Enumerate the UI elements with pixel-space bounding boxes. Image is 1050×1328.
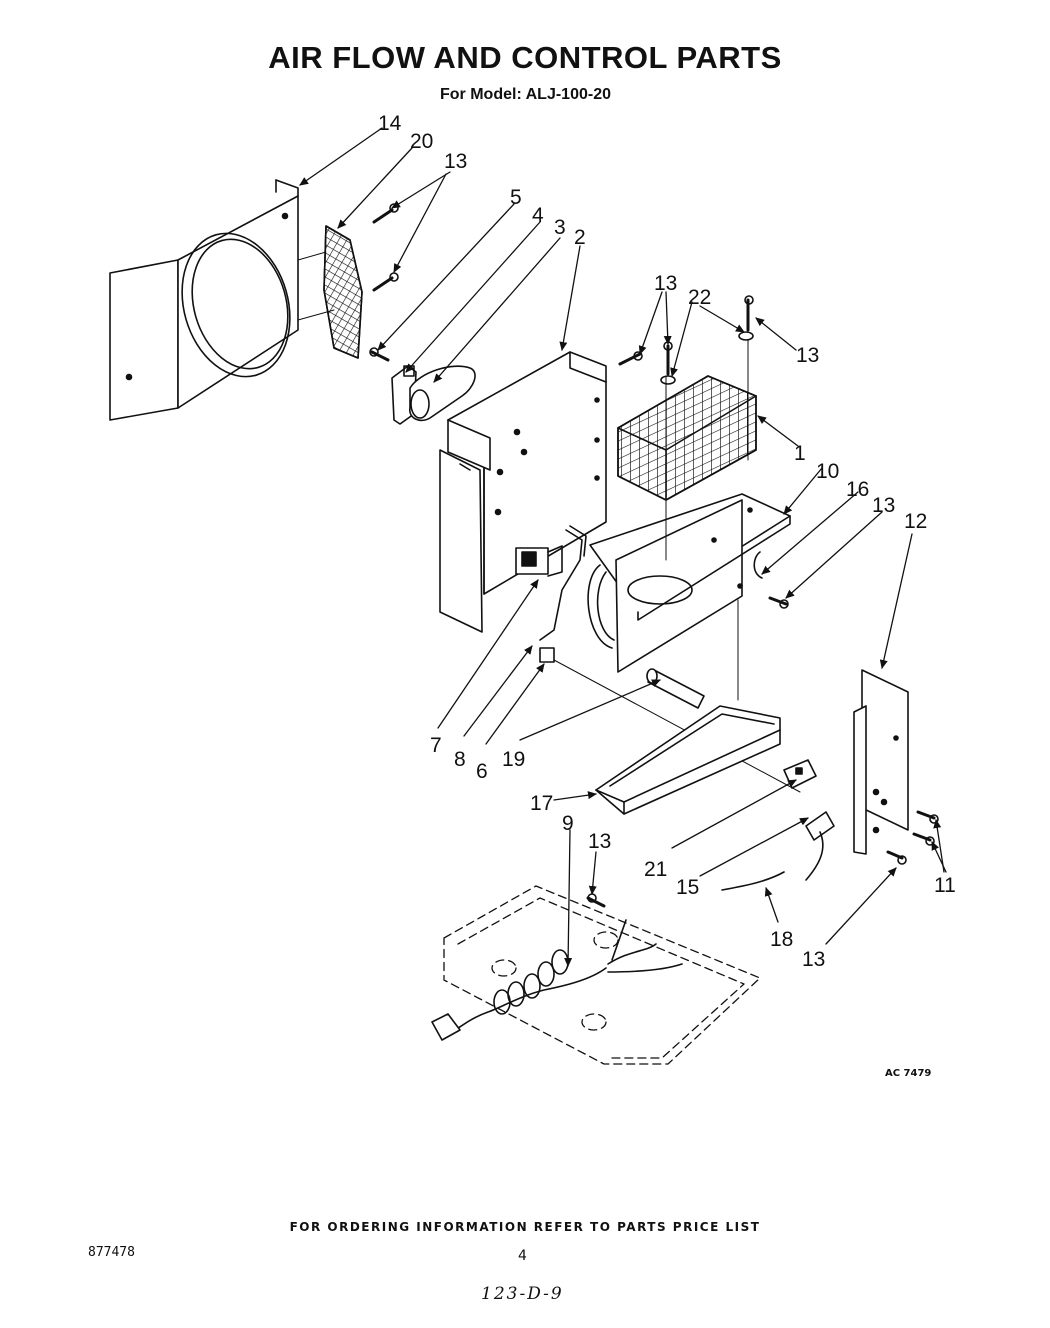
page-title: AIR FLOW AND CONTROL PARTS xyxy=(268,40,782,75)
screw-icon xyxy=(369,347,390,362)
callout-5: 5 xyxy=(510,186,522,209)
art-code: AC 7479 xyxy=(885,1068,932,1079)
heater-clip-part xyxy=(753,551,763,579)
screw-icon xyxy=(372,272,399,292)
callout-13: 13 xyxy=(588,830,611,853)
callout-13: 13 xyxy=(872,494,895,517)
screw-icon xyxy=(912,832,935,846)
screw-icon xyxy=(768,596,789,609)
limit-switch-part xyxy=(805,811,835,881)
model-subtitle: For Model: ALJ-100-20 xyxy=(440,86,611,103)
control-switch-part xyxy=(515,545,563,577)
washer-icon xyxy=(738,295,754,341)
callout-13: 13 xyxy=(802,948,825,971)
callout-9: 9 xyxy=(562,812,574,835)
callout-22: 22 xyxy=(688,286,711,309)
screw-icon xyxy=(916,810,939,824)
callout-3: 3 xyxy=(554,216,566,239)
callout-14: 14 xyxy=(378,112,402,135)
base-pan-part xyxy=(443,885,761,1065)
capacitor-part xyxy=(409,365,476,422)
wire-lead-part xyxy=(721,871,785,891)
callout-1: 1 xyxy=(794,442,806,465)
screw-icon xyxy=(618,351,643,366)
callout-21: 18 xyxy=(770,928,793,951)
callout-2: 2 xyxy=(574,226,586,249)
callout-19: 19 xyxy=(502,748,525,771)
callout-12: 12 xyxy=(904,510,927,533)
callout-7: 7 xyxy=(430,734,442,757)
document-number: 877478 xyxy=(88,1245,135,1260)
ordering-note: FOR ORDERING INFORMATION REFER TO PARTS … xyxy=(289,1220,761,1234)
callout-4: 4 xyxy=(532,204,544,227)
callout-8: 8 xyxy=(454,748,466,771)
callout-13: 13 xyxy=(444,150,467,173)
callout-labels: 14 20 13 5 4 3 2 13 22 13 1 10 16 13 12 … xyxy=(378,112,956,971)
drain-tube-part xyxy=(646,668,705,709)
heater-cage-part xyxy=(617,375,757,501)
grille-mesh-part xyxy=(323,225,363,359)
assembly-guide-lines xyxy=(297,251,801,793)
heater-plate-part xyxy=(587,493,791,673)
power-cord-part xyxy=(431,919,683,1041)
callout-17: 17 xyxy=(530,792,553,815)
page-number: 4 xyxy=(518,1248,527,1264)
screw-icon xyxy=(586,893,606,908)
callout-10: 10 xyxy=(816,460,839,483)
drain-pan-part xyxy=(595,705,781,815)
screw-icon xyxy=(886,850,907,865)
callout-6: 6 xyxy=(476,760,488,783)
washer-icon xyxy=(660,341,676,385)
control-box-part xyxy=(439,351,607,633)
thermostat-capillary-part xyxy=(539,525,587,641)
front-panel-part xyxy=(109,179,299,421)
leader-lines xyxy=(299,127,947,967)
clip-part xyxy=(539,647,555,663)
callout-15: 15 xyxy=(676,876,699,899)
callout-13: 13 xyxy=(654,272,677,295)
callout-18: 21 xyxy=(644,858,667,881)
callout-11: 11 xyxy=(934,874,956,897)
handwritten-note: 123-D-9 xyxy=(481,1284,564,1304)
callout-20: 20 xyxy=(410,130,433,153)
side-bracket-part xyxy=(853,669,909,855)
callout-16: 16 xyxy=(846,478,869,501)
callout-13: 13 xyxy=(796,344,819,367)
